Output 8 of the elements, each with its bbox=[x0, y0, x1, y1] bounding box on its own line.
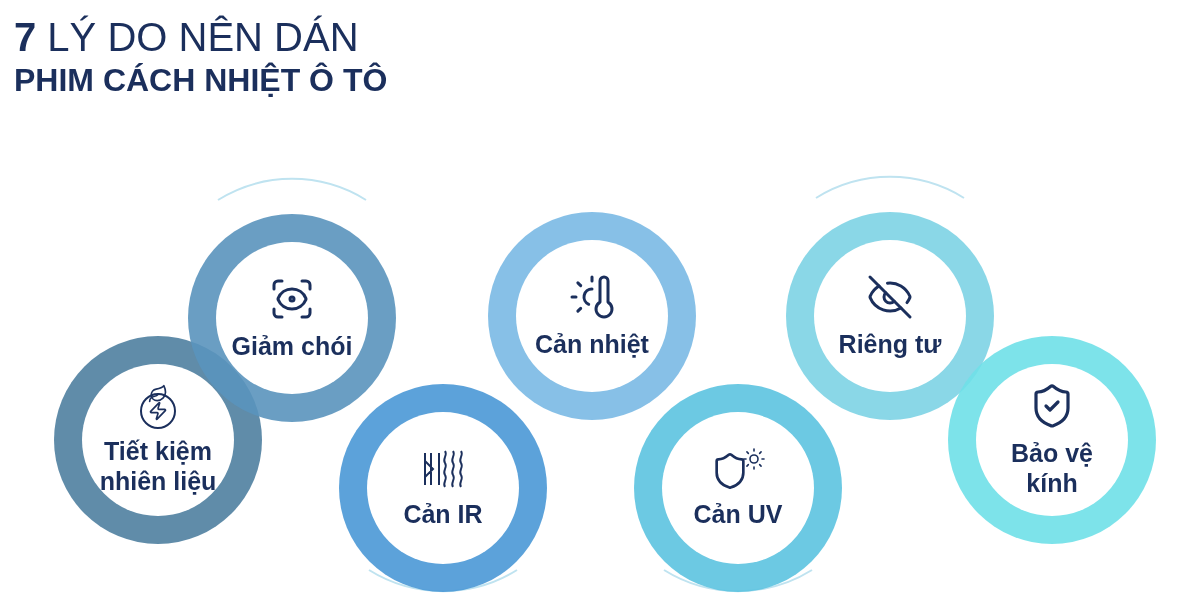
circle-label: Cản UV bbox=[693, 499, 783, 529]
circle-label: Cản nhiệt bbox=[535, 329, 649, 359]
circle-label: Riêng tư bbox=[838, 329, 942, 359]
title: 7 LÝ DO NÊN DÁN PHIM CÁCH NHIỆT Ô TÔ bbox=[14, 14, 388, 100]
circle-label: Bảo vệ kính bbox=[1010, 438, 1094, 498]
circle-label: Tiết kiệm nhiên liệu bbox=[98, 436, 218, 496]
circle-label: Cản IR bbox=[403, 499, 483, 529]
circle-label: Giảm chói bbox=[231, 331, 353, 361]
